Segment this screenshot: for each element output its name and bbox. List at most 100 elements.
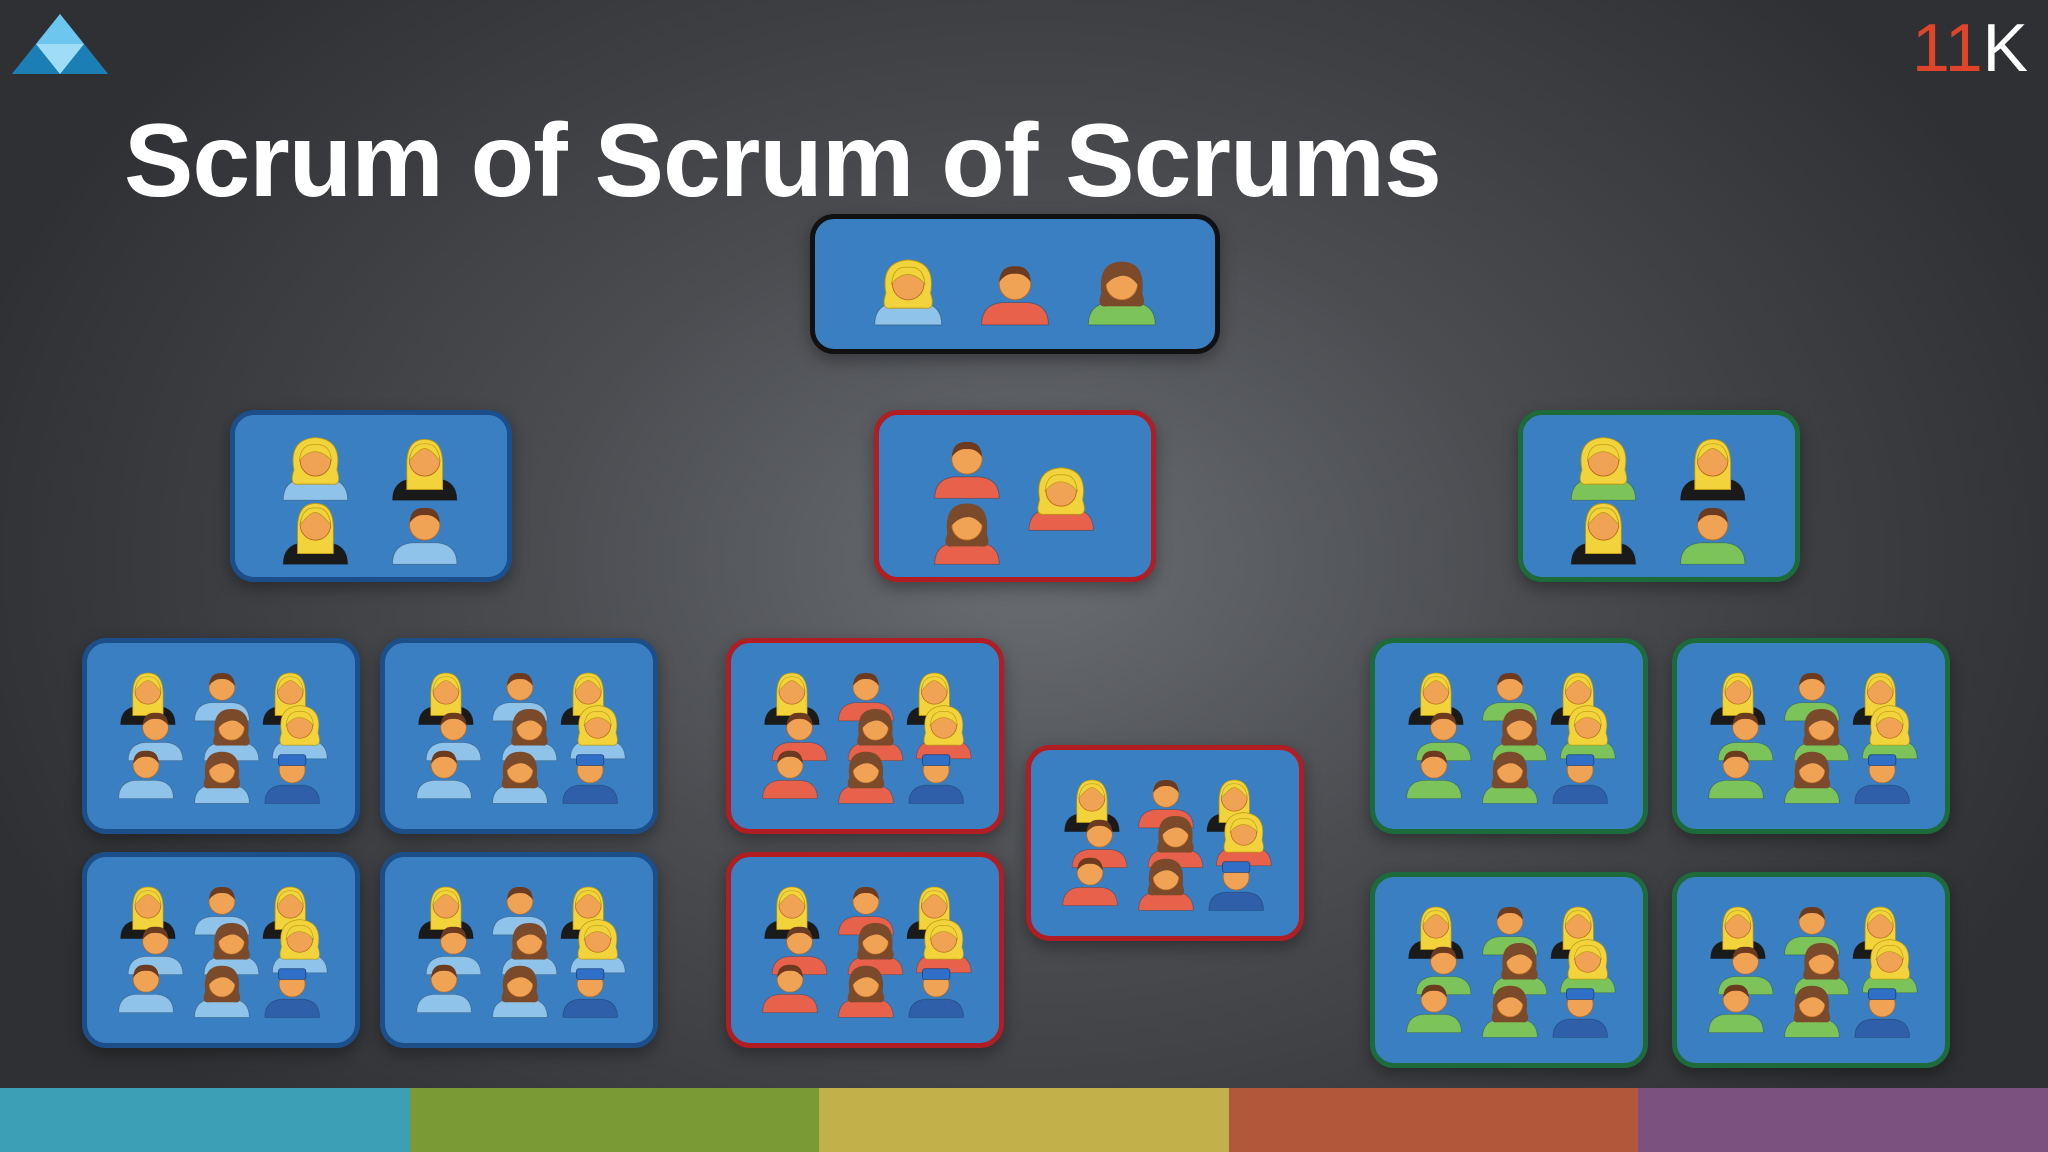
person-icon [425,712,482,762]
person-icon [1560,939,1616,994]
person-icon [264,754,320,804]
bottom-color-bar [0,1088,2048,1152]
team-box [82,852,360,1048]
person-icon [1406,984,1462,1034]
person-icon [1570,502,1637,565]
color-bar-segment [0,1088,410,1152]
person-icon [1552,988,1608,1038]
person-icon [203,709,260,762]
person-icon [981,266,1049,326]
person-icon [282,437,349,501]
person-icon [492,751,548,804]
person-icon [762,750,818,800]
person-icon [1147,816,1204,869]
team-members-graphic [118,886,328,1018]
person-icon [194,751,250,804]
person-icon [1087,261,1156,326]
slide-title: Scrum of Scrum of Scrums [124,103,1442,219]
person-icon [1208,861,1264,911]
person-icon [392,438,458,501]
person-icon [1854,988,1910,1038]
team-members-graphic [762,672,972,804]
person-icon [1560,705,1616,760]
person-icon [282,502,349,565]
person-icon [847,709,904,762]
person-icon [416,750,472,800]
triangle-logo-icon [12,14,108,74]
color-bar-segment [1228,1088,1639,1152]
team-members-graphic [874,259,1156,326]
team-box [82,638,360,834]
person-icon [771,712,828,762]
team-members-graphic [1406,672,1616,804]
team-box [380,852,658,1048]
person-icon [764,886,820,939]
person-icon [392,507,458,565]
team-box [1518,410,1800,582]
person-icon [1708,984,1764,1034]
person-icon [1216,812,1272,867]
team-members-graphic [762,886,972,1018]
team-members-graphic [416,886,626,1018]
person-icon [1482,985,1538,1038]
person-icon [1862,939,1918,994]
person-icon [916,919,972,974]
brand-number: 11 [1912,10,1983,86]
team-box [810,214,1220,354]
brand-mark: 11K [1912,14,2028,82]
person-icon [1028,467,1094,531]
person-icon [908,754,964,804]
person-icon [1062,857,1118,907]
team-members-graphic [934,441,1094,565]
color-bar-segment [409,1088,820,1152]
person-icon [1784,751,1840,804]
person-icon [1854,754,1910,804]
person-icon [272,919,328,974]
team-members-graphic [1406,906,1616,1038]
person-icon [262,886,318,939]
team-members-graphic [282,437,458,565]
team-members-graphic [1708,906,1918,1038]
person-icon [874,259,943,326]
person-icon [838,751,894,804]
color-bar-segment [1638,1088,2048,1152]
team-box [380,638,658,834]
person-icon [1793,709,1850,762]
person-icon [1680,507,1746,565]
team-box [1370,638,1648,834]
team-members-graphic [1062,779,1272,911]
person-icon [570,705,626,760]
person-icon [264,968,320,1018]
person-icon [272,705,328,760]
person-icon [118,964,174,1014]
team-box [726,852,1004,1048]
person-icon [1708,750,1764,800]
person-icon [562,754,618,804]
person-icon [1482,751,1538,804]
person-icon [1710,906,1766,959]
team-members-graphic [118,672,328,804]
person-icon [934,441,1000,499]
person-icon [501,923,558,976]
team-box [726,638,1004,834]
person-icon [1552,754,1608,804]
person-icon [492,965,548,1018]
person-icon [916,705,972,760]
person-icon [418,886,474,939]
team-members-graphic [1708,672,1918,804]
person-icon [1491,943,1548,996]
person-icon [418,672,474,725]
person-icon [762,964,818,1014]
person-icon [1138,858,1194,911]
person-icon [1406,750,1462,800]
team-box [1672,638,1950,834]
person-icon [416,964,472,1014]
person-icon [1680,438,1746,501]
team-box [1026,745,1304,941]
brand-letter: K [1982,10,2028,86]
team-box [1370,872,1648,1068]
person-icon [934,503,1000,565]
team-box [874,410,1156,582]
team-members-graphic [416,672,626,804]
person-icon [570,919,626,974]
